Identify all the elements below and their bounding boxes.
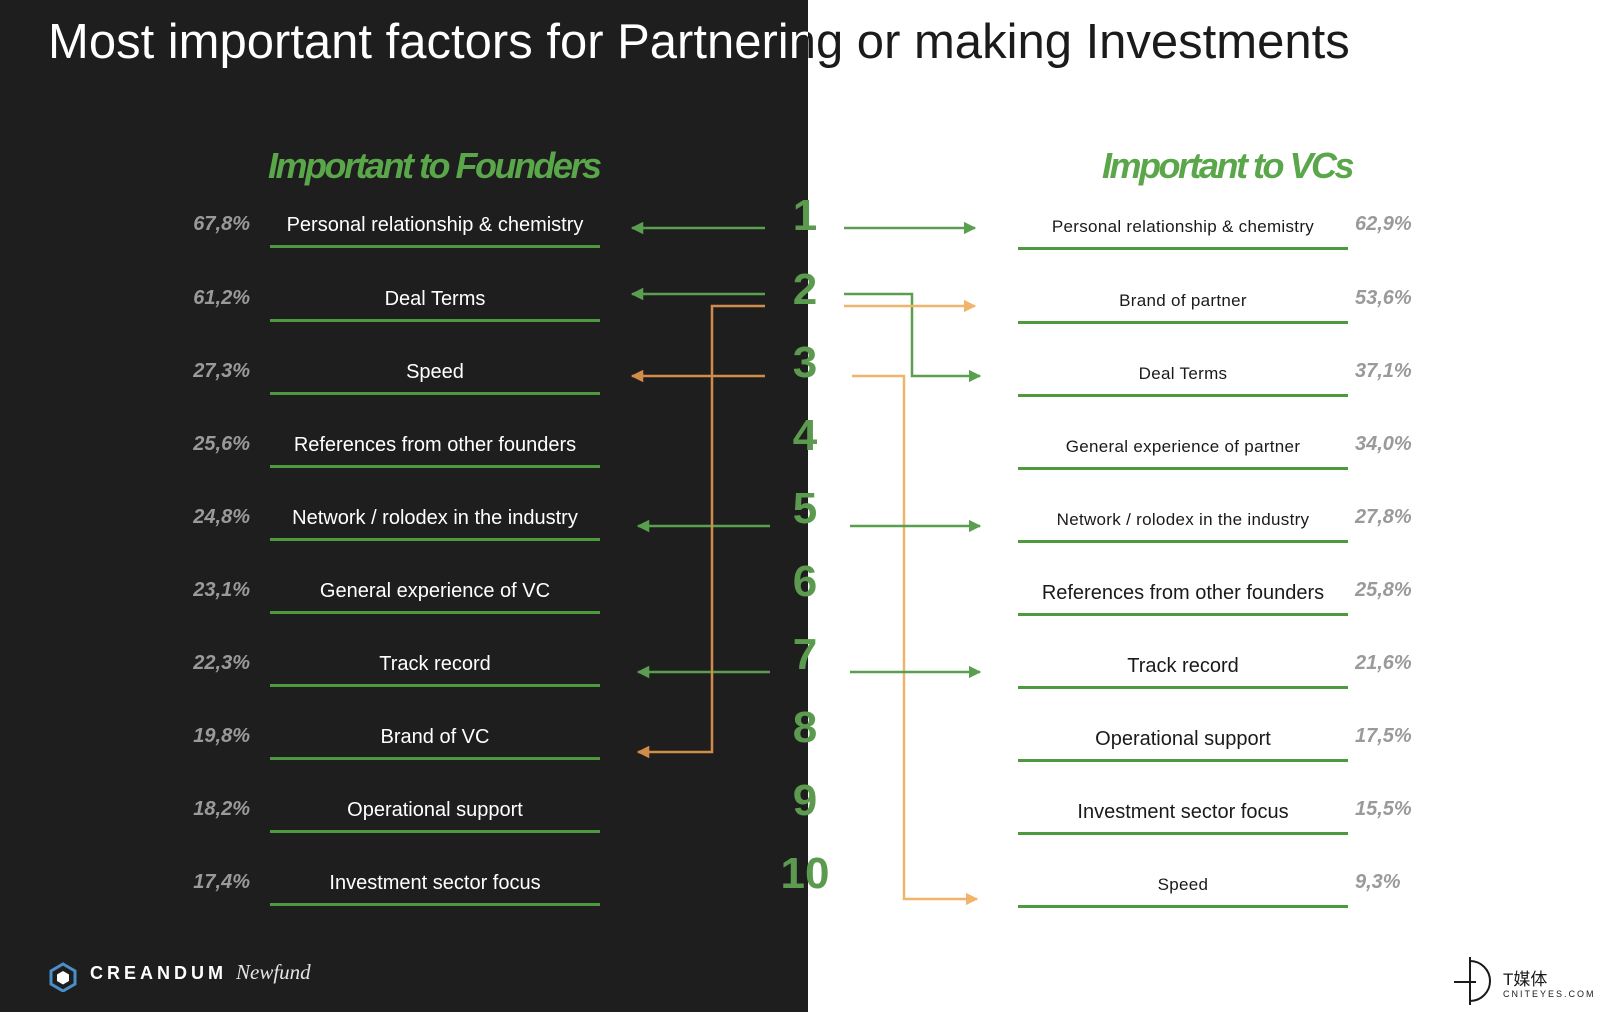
founder-percentage: 17,4%	[193, 871, 250, 893]
hexagon-cube-icon	[49, 962, 77, 992]
tmt-brand-en: CNITEYES.COM	[1503, 989, 1596, 999]
vc-percentage: 62,9%	[1355, 213, 1412, 235]
factor-row-3: 27,3% Speed 3 Deal Terms 37,1%	[0, 338, 1600, 424]
factor-row-1: 67,8% Personal relationship & chemistry …	[0, 191, 1600, 277]
factor-row-6: 23,1% General experience of VC 6 Referen…	[0, 557, 1600, 643]
founder-percentage: 19,8%	[193, 725, 250, 747]
rank-number: 1	[792, 191, 818, 240]
vc-factor: Track record	[1018, 646, 1348, 689]
vc-percentage: 25,8%	[1355, 579, 1412, 601]
vc-factor: Speed	[1018, 865, 1348, 908]
arrow-speed-to-rank-10	[852, 374, 979, 906]
newfund-logo-text: Newfund	[236, 960, 311, 984]
factor-row-2: 61,2% Deal Terms 2 Brand of partner 53,6…	[0, 265, 1600, 351]
vc-factor: Operational support	[1018, 719, 1348, 762]
vc-factor: Network / rolodex in the industry	[1018, 500, 1348, 543]
page-title: Most important factors for Partnering or…	[48, 15, 1350, 69]
arrow-brand-to-rank-8	[636, 304, 765, 759]
founder-factor: Speed	[270, 352, 600, 395]
rank-number: 5	[792, 484, 818, 533]
vc-factor: Brand of partner	[1018, 281, 1348, 324]
vc-factor: Personal relationship & chemistry	[1018, 207, 1348, 250]
founder-percentage: 22,3%	[193, 652, 250, 674]
founder-factor: Deal Terms	[270, 279, 600, 322]
founder-factor: Investment sector focus	[270, 863, 600, 906]
arrow-deal-terms-to-rank-3	[844, 292, 982, 383]
vc-percentage: 53,6%	[1355, 287, 1412, 309]
vc-percentage: 34,0%	[1355, 433, 1412, 455]
factor-row-8: 19,8% Brand of VC 8 Operational support …	[0, 703, 1600, 789]
vc-percentage: 37,1%	[1355, 360, 1412, 382]
founder-factor: Personal relationship & chemistry	[270, 205, 600, 248]
founder-factor: Network / rolodex in the industry	[270, 498, 600, 541]
vc-percentage: 21,6%	[1355, 652, 1412, 674]
rank-number: 6	[792, 557, 818, 606]
rank-number: 3	[792, 338, 818, 387]
founders-panel	[0, 0, 808, 1012]
founder-percentage: 18,2%	[193, 798, 250, 820]
founder-percentage: 24,8%	[193, 506, 250, 528]
factor-row-9: 18,2% Operational support 9 Investment s…	[0, 776, 1600, 862]
factor-row-4: 25,6% References from other founders 4 G…	[0, 411, 1600, 497]
vc-factor: Deal Terms	[1018, 354, 1348, 397]
vc-percentage: 27,8%	[1355, 506, 1412, 528]
founder-percentage: 25,6%	[193, 433, 250, 455]
founder-factor: Operational support	[270, 790, 600, 833]
founder-percentage: 67,8%	[193, 213, 250, 235]
rank-number: 9	[792, 776, 818, 825]
rank-number: 4	[792, 411, 818, 460]
vc-factor: References from other founders	[1018, 573, 1348, 616]
t-circle-icon	[1454, 957, 1491, 1005]
vcs-heading: Important to VCs	[1102, 145, 1355, 186]
vc-factor: Investment sector focus	[1018, 792, 1348, 835]
founder-factor: Track record	[270, 644, 600, 687]
founder-percentage: 23,1%	[193, 579, 250, 601]
rank-number: 2	[792, 265, 818, 314]
founder-factor: References from other founders	[270, 425, 600, 468]
factor-row-5: 24,8% Network / rolodex in the industry …	[0, 484, 1600, 570]
tmt-brand-cn: T媒体	[1503, 970, 1548, 989]
factor-row-10: 17,4% Investment sector focus 10 Speed 9…	[0, 849, 1600, 935]
factor-row-7: 22,3% Track record 7 Track record 21,6%	[0, 630, 1600, 716]
vc-percentage: 9,3%	[1355, 871, 1401, 893]
founder-percentage: 61,2%	[193, 287, 250, 309]
creandum-logo-text: CREANDUM	[90, 963, 227, 983]
rank-number: 7	[792, 630, 818, 679]
vc-factor: General experience of partner	[1018, 427, 1348, 470]
founder-factor: Brand of VC	[270, 717, 600, 760]
founder-factor: General experience of VC	[270, 571, 600, 614]
rank-number: 10	[780, 849, 830, 898]
founder-percentage: 27,3%	[193, 360, 250, 382]
rank-number: 8	[792, 703, 818, 752]
founders-heading: Important to Founders	[268, 145, 602, 186]
vc-percentage: 15,5%	[1355, 798, 1412, 820]
vc-percentage: 17,5%	[1355, 725, 1412, 747]
